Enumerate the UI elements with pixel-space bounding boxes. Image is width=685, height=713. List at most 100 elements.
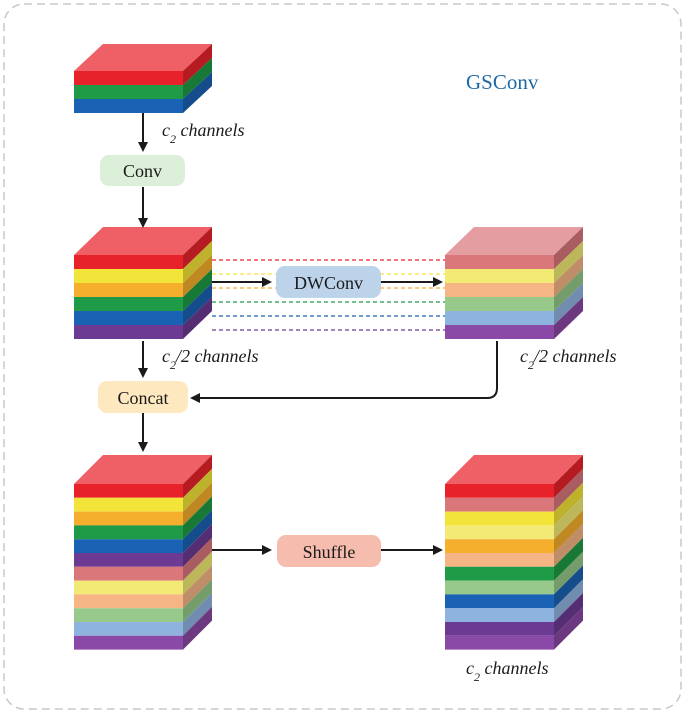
- cube-layer-front: [74, 594, 183, 609]
- cube-layer-side: [554, 551, 583, 595]
- cube-layer-side: [183, 510, 212, 553]
- cube-layer-side: [183, 227, 212, 269]
- cube-layer-front: [74, 71, 183, 85]
- cube-layer-front: [74, 297, 183, 311]
- shuffle-output-stack: [445, 455, 583, 650]
- cube-layer-front: [445, 594, 554, 609]
- conv-box: Conv: [100, 155, 185, 186]
- cube-layer-front: [74, 497, 183, 512]
- cube-layer-front: [445, 539, 554, 553]
- diagram-frame: [3, 3, 682, 710]
- cube-top-face: [445, 227, 583, 255]
- shuffle-box-label: Shuffle: [303, 542, 356, 562]
- cube-layer-front: [74, 269, 183, 283]
- cube-layer-front: [74, 566, 183, 581]
- cube-layer-side: [183, 72, 212, 113]
- input-feature-stack: [74, 44, 212, 113]
- cube-layer-front: [445, 553, 554, 567]
- dwconv-box: DWConv: [276, 266, 381, 298]
- cube-layer-front: [74, 99, 183, 113]
- cube-top-face: [74, 455, 212, 484]
- cube-top-face: [445, 455, 583, 484]
- cube-layer-side: [183, 593, 212, 636]
- cube-layer-front: [74, 553, 183, 567]
- cube-layer-side: [554, 283, 583, 325]
- cube-layer-side: [554, 565, 583, 609]
- cube-layer-side: [183, 297, 212, 339]
- cube-layer-side: [554, 297, 583, 339]
- cube-layer-side: [183, 269, 212, 311]
- dwconv-box-label: DWConv: [294, 273, 363, 293]
- label-dw-half-channels: c2/2 channels: [520, 346, 617, 372]
- cube-layer-side: [183, 579, 212, 622]
- shuffle-box: Shuffle: [277, 535, 381, 567]
- cube-layer-side: [183, 455, 212, 498]
- cube-layer-side: [554, 593, 583, 636]
- cube-layer-side: [183, 58, 212, 99]
- cube-layer-front: [74, 85, 183, 99]
- cube-layer-side: [183, 241, 212, 283]
- dwconv-output-stack: [445, 227, 583, 339]
- cube-layer-front: [74, 580, 183, 595]
- cube-layer-side: [554, 227, 583, 269]
- cube-layer-side: [554, 241, 583, 283]
- cube-layer-side: [554, 255, 583, 297]
- cube-layer-front: [445, 608, 554, 622]
- cube-layer-front: [445, 497, 554, 512]
- cube-layer-front: [445, 255, 554, 269]
- cube-layer-side: [183, 482, 212, 526]
- cube-top-face: [74, 44, 212, 71]
- label-output-channels: c2 channels: [466, 658, 548, 684]
- concat-output-stack: [74, 455, 212, 650]
- cube-layer-side: [183, 537, 212, 581]
- cube-layer-front: [74, 511, 183, 526]
- cube-layer-side: [183, 565, 212, 609]
- label-conv-half-channels: c2/2 channels: [162, 346, 259, 372]
- cube-layer-front: [445, 297, 554, 311]
- cube-layer-front: [445, 311, 554, 325]
- concat-box: Concat: [98, 381, 188, 413]
- dwconv-channel-guides: [212, 259, 445, 331]
- cube-layer-front: [74, 311, 183, 325]
- cube-top-face: [74, 227, 212, 255]
- cube-layer-front: [445, 580, 554, 595]
- cube-layer-side: [554, 524, 583, 567]
- cube-layer-front: [74, 622, 183, 636]
- cube-layer-front: [445, 283, 554, 297]
- conv-output-stack: [74, 227, 212, 339]
- label-input-channels: c2 channels: [162, 120, 244, 146]
- cube-layer-side: [554, 468, 583, 512]
- cube-layer-side: [183, 255, 212, 297]
- cube-layer-side: [183, 606, 212, 650]
- cube-layer-side: [554, 269, 583, 311]
- cube-layer-side: [554, 510, 583, 553]
- concat-box-label: Concat: [118, 388, 169, 408]
- cube-layer-front: [74, 635, 183, 650]
- cube-layer-front: [74, 539, 183, 553]
- cube-layer-front: [74, 525, 183, 540]
- cube-layer-side: [554, 537, 583, 581]
- cube-layer-side: [183, 44, 212, 85]
- cube-layer-side: [554, 606, 583, 650]
- cube-layer-side: [183, 468, 212, 512]
- cube-layer-front: [445, 566, 554, 581]
- cube-layer-front: [74, 283, 183, 297]
- cube-layer-side: [554, 579, 583, 622]
- cube-layer-front: [445, 511, 554, 526]
- cube-layer-side: [554, 482, 583, 526]
- cube-layer-side: [183, 496, 212, 540]
- cube-layer-side: [554, 496, 583, 540]
- cube-layer-side: [554, 455, 583, 498]
- cube-layer-front: [445, 622, 554, 636]
- cube-layer-front: [445, 325, 554, 339]
- cube-layer-front: [74, 608, 183, 622]
- cube-layer-front: [445, 525, 554, 540]
- conv-box-label: Conv: [123, 161, 162, 181]
- cube-layer-side: [183, 551, 212, 595]
- cube-layer-side: [183, 283, 212, 325]
- cube-layer-front: [445, 269, 554, 283]
- cube-layer-front: [74, 255, 183, 269]
- cube-layer-front: [74, 325, 183, 339]
- cube-layer-front: [445, 484, 554, 498]
